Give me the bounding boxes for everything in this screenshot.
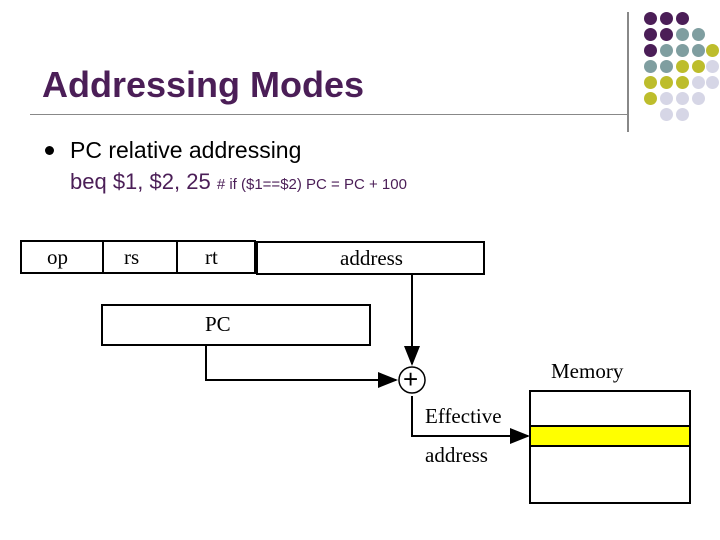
decor-dot xyxy=(660,44,673,57)
decor-dot xyxy=(660,12,673,25)
decor-dot xyxy=(692,28,705,41)
decor-dot xyxy=(706,76,719,89)
instruction-comment: # if ($1==$2) PC = PC + 100 xyxy=(216,176,407,193)
effective-label-line1: Effective xyxy=(425,404,502,428)
decor-dot xyxy=(660,28,673,41)
decor-dot xyxy=(644,76,657,89)
decor-dot xyxy=(676,92,689,105)
decor-dot xyxy=(676,12,689,25)
field-op-box xyxy=(20,240,104,274)
pc-to-adder-arrow xyxy=(205,344,398,388)
decor-dot xyxy=(660,108,673,121)
decor-dot xyxy=(706,60,719,73)
field-address-label: address xyxy=(340,246,403,270)
decorative-vertical-line xyxy=(627,12,629,132)
pc-label: PC xyxy=(205,312,231,336)
field-rs-label: rs xyxy=(124,245,140,269)
slide-title: Addressing Modes xyxy=(42,64,365,105)
bullet-icon xyxy=(45,146,54,155)
memory-label: Memory xyxy=(551,359,624,383)
field-op-label: op xyxy=(47,245,68,269)
field-rt-label: rt xyxy=(205,245,218,269)
memory-effective-cell xyxy=(529,425,691,447)
effective-label-line2: address xyxy=(425,443,488,467)
decor-dot xyxy=(692,76,705,89)
decor-dot xyxy=(692,44,705,57)
adder-plus-icon: + xyxy=(403,364,419,394)
decor-dot xyxy=(644,60,657,73)
decor-dot xyxy=(676,44,689,57)
decor-dot xyxy=(676,108,689,121)
decor-dot xyxy=(706,44,719,57)
decor-dot xyxy=(676,76,689,89)
decor-dot xyxy=(692,92,705,105)
decor-dot xyxy=(660,76,673,89)
decor-dot xyxy=(660,92,673,105)
decorative-dot-grid xyxy=(640,10,720,125)
decor-dot xyxy=(644,28,657,41)
adder-circle xyxy=(398,366,426,394)
field-address-box xyxy=(256,241,485,275)
instruction-text: beq $1, $2, 25 xyxy=(70,169,211,194)
pc-register-box xyxy=(101,304,371,346)
field-rt-box xyxy=(176,240,256,274)
memory-box xyxy=(529,390,691,504)
adder-to-memory-arrow xyxy=(411,396,530,444)
decor-dot xyxy=(676,60,689,73)
field-rs-box xyxy=(102,240,178,274)
decor-dot xyxy=(644,44,657,57)
decor-dot xyxy=(644,12,657,25)
decor-dot xyxy=(644,92,657,105)
decorative-horizontal-line xyxy=(30,114,628,115)
bullet-text: PC relative addressing xyxy=(70,137,302,163)
decor-dot xyxy=(676,28,689,41)
decor-dot xyxy=(660,60,673,73)
instruction-line: beq $1, $2, 25 # if ($1==$2) PC = PC + 1… xyxy=(70,169,407,195)
decor-dot xyxy=(692,60,705,73)
